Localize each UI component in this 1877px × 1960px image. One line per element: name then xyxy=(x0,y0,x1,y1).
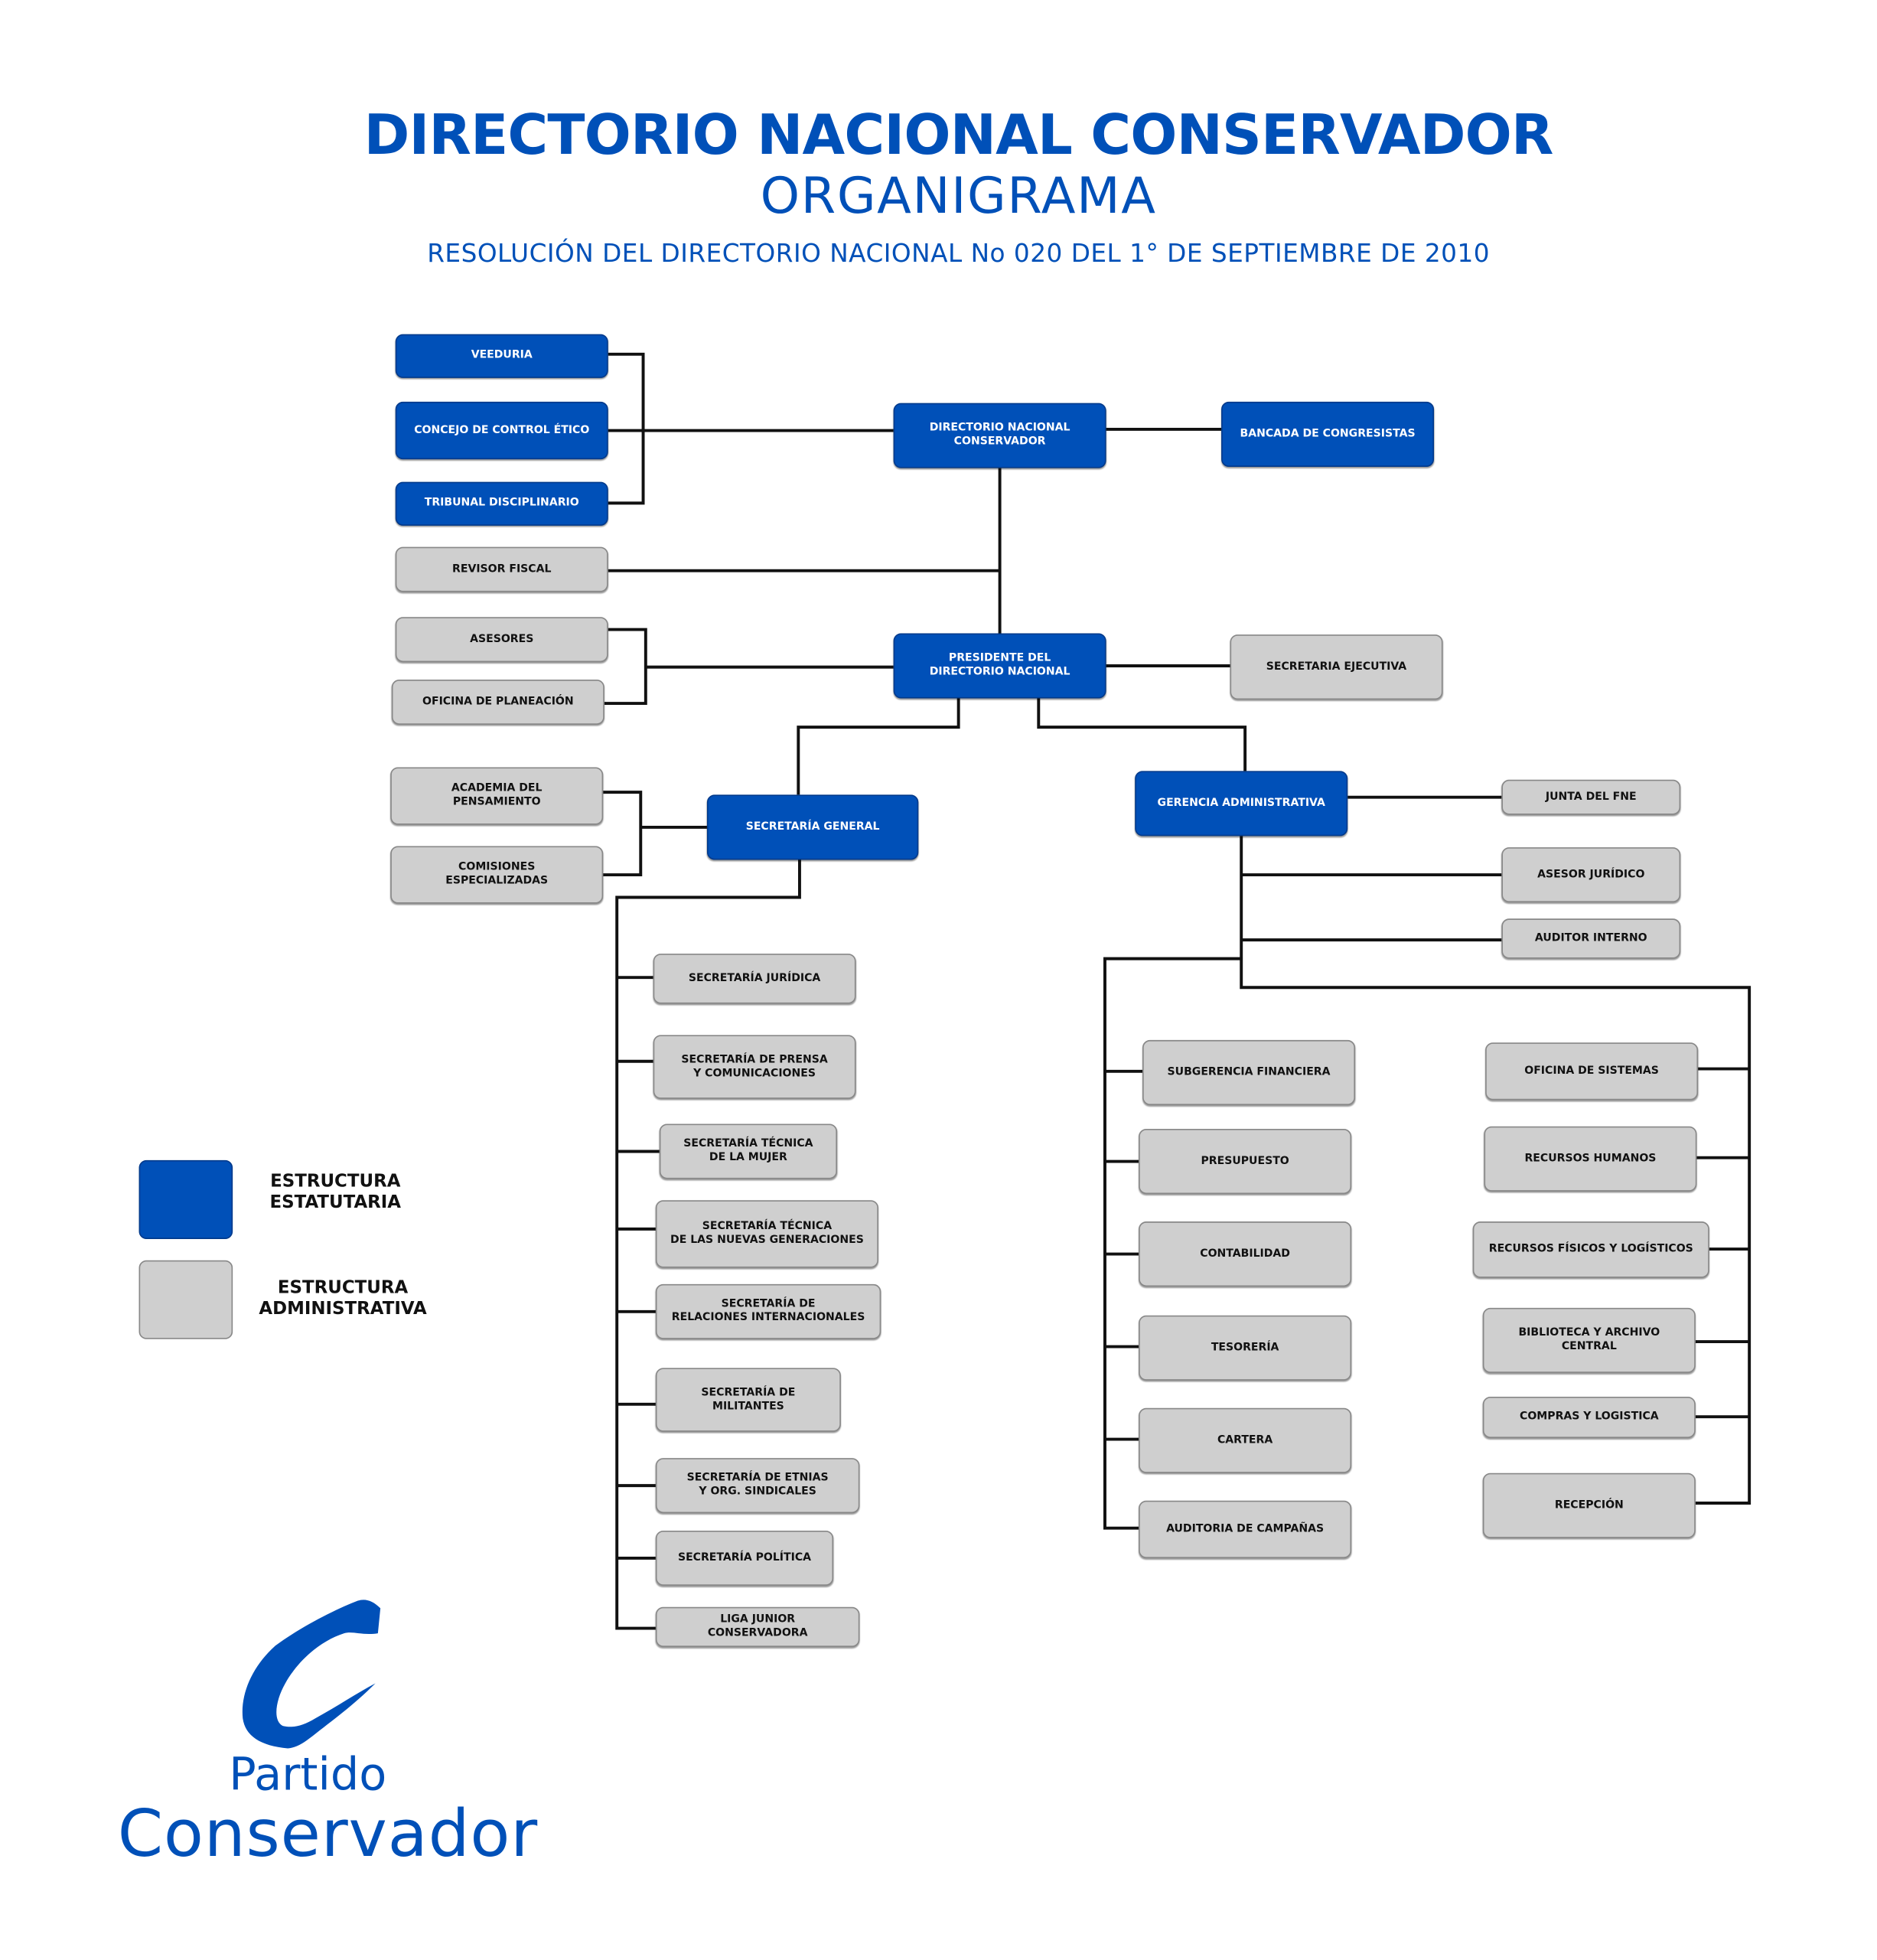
connector xyxy=(608,468,1002,634)
org-node-asesor-juridico: ASESOR JURÍDICO xyxy=(1501,847,1681,903)
org-node-veeduria: VEEDURIA xyxy=(395,334,608,378)
connector xyxy=(1103,957,1242,1530)
org-node-auditoria-de-campanas: AUDITORIA DE CAMPAÑAS xyxy=(1139,1500,1352,1558)
org-node-biblioteca-y-archivo-central: BIBLIOTECA Y ARCHIVO CENTRAL xyxy=(1482,1307,1696,1373)
org-node-recursos-fisicos-y-logisticos: RECURSOS FÍSICOS Y LOGÍSTICOS xyxy=(1472,1221,1709,1278)
org-node-secretaria-ejecutiva: SECRETARIA EJECUTIVA xyxy=(1230,634,1443,700)
org-node-secretaria-de-etnias-y-org-sindicales: SECRETARÍA DE ETNIAS Y ORG. SINDICALES xyxy=(655,1458,860,1514)
connector xyxy=(603,791,707,877)
org-node-junta-del-fne: JUNTA DEL FNE xyxy=(1501,779,1681,815)
org-node-gerencia-administrativa: GERENCIA ADMINISTRATIVA xyxy=(1135,771,1348,837)
legend-administrativa-label: ESTRUCTURA ADMINISTRATIVA xyxy=(259,1277,427,1319)
party-logo-c-icon xyxy=(242,1600,381,1749)
org-node-secretaria-juridica: SECRETARÍA JURÍDICA xyxy=(653,954,856,1004)
org-node-recursos-humanos: RECURSOS HUMANOS xyxy=(1484,1126,1697,1192)
org-node-secretaria-tecnica-de-las-nuevas-generaciones: SECRETARÍA TÉCNICA DE LAS NUEVAS GENERAC… xyxy=(655,1200,878,1268)
org-node-secretaria-de-prensa-y-comunicaciones: SECRETARÍA DE PRENSA Y COMUNICACIONES xyxy=(653,1035,856,1099)
org-node-secretaria-de-relaciones-internacionales: SECRETARÍA DE RELACIONES INTERNACIONALES xyxy=(655,1283,881,1339)
org-node-tesoreria: TESORERÍA xyxy=(1139,1315,1352,1381)
org-node-directorio-nacional-conservador: DIRECTORIO NACIONAL CONSERVADOR xyxy=(893,403,1106,468)
org-node-cartera: CARTERA xyxy=(1139,1407,1352,1473)
org-node-tribunal-disciplinario: TRIBUNAL DISCIPLINARIO xyxy=(395,481,608,526)
org-node-asesores: ASESORES xyxy=(395,617,608,663)
org-node-secretaria-tecnica-de-la-mujer: SECRETARÍA TÉCNICA DE LA MUJER xyxy=(659,1123,838,1179)
connector xyxy=(1240,795,1752,1505)
legend-administrativa-swatch xyxy=(138,1260,233,1339)
legend-estatutaria-label: ESTRUCTURA ESTATUTARIA xyxy=(269,1171,402,1213)
org-node-academia-del-pensamiento: ACADEMIA DEL PENSAMIENTO xyxy=(390,767,604,825)
logo-text-conservador: Conservador xyxy=(117,1797,539,1873)
org-node-concejo-de-control-etico: CONCEJO DE CONTROL ÉTICO xyxy=(395,401,608,460)
org-node-contabilidad: CONTABILIDAD xyxy=(1139,1221,1352,1287)
connector xyxy=(797,698,1247,795)
connector xyxy=(615,859,801,1630)
org-node-secretaria-politica: SECRETARÍA POLÍTICA xyxy=(655,1530,834,1586)
org-node-secretaria-de-militantes: SECRETARÍA DE MILITANTES xyxy=(655,1368,841,1432)
connector xyxy=(1695,1067,1750,1419)
org-node-auditor-interno: AUDITOR INTERNO xyxy=(1501,918,1681,959)
org-node-revisor-fiscal: REVISOR FISCAL xyxy=(395,546,608,592)
org-node-secretaria-general: SECRETARÍA GENERAL xyxy=(706,794,919,860)
org-node-compras-y-logistica: COMPRAS Y LOGISTICA xyxy=(1482,1396,1696,1438)
connector xyxy=(604,628,894,706)
org-node-recepcion: RECEPCIÓN xyxy=(1482,1472,1696,1538)
connector xyxy=(608,352,894,505)
org-node-comisiones-especializadas: COMISIONES ESPECIALIZADAS xyxy=(390,846,604,904)
org-node-subgerencia-financiera: SUBGERENCIA FINANCIERA xyxy=(1142,1039,1356,1105)
org-node-bancada-de-congresistas: BANCADA DE CONGRESISTAS xyxy=(1221,401,1435,467)
org-node-presidente-del-directorio-nacional: PRESIDENTE DEL DIRECTORIO NACIONAL xyxy=(893,633,1106,699)
org-node-oficina-de-sistemas: OFICINA DE SISTEMAS xyxy=(1485,1042,1699,1101)
legend-estatutaria-swatch xyxy=(138,1159,233,1239)
page-title: DIRECTORIO NACIONAL CONSERVADOR xyxy=(363,103,1554,168)
org-node-oficina-de-planeacion: OFICINA DE PLANEACIÓN xyxy=(391,679,604,725)
page-subtitle: ORGANIGRAMA xyxy=(760,168,1157,226)
resolution-text: RESOLUCIÓN DEL DIRECTORIO NACIONAL No 02… xyxy=(427,237,1491,268)
org-node-liga-junior-conservadora: LIGA JUNIOR CONSERVADORA xyxy=(655,1606,860,1648)
org-node-presupuesto: PRESUPUESTO xyxy=(1139,1129,1352,1195)
logo-text-partido: Partido xyxy=(229,1750,387,1802)
